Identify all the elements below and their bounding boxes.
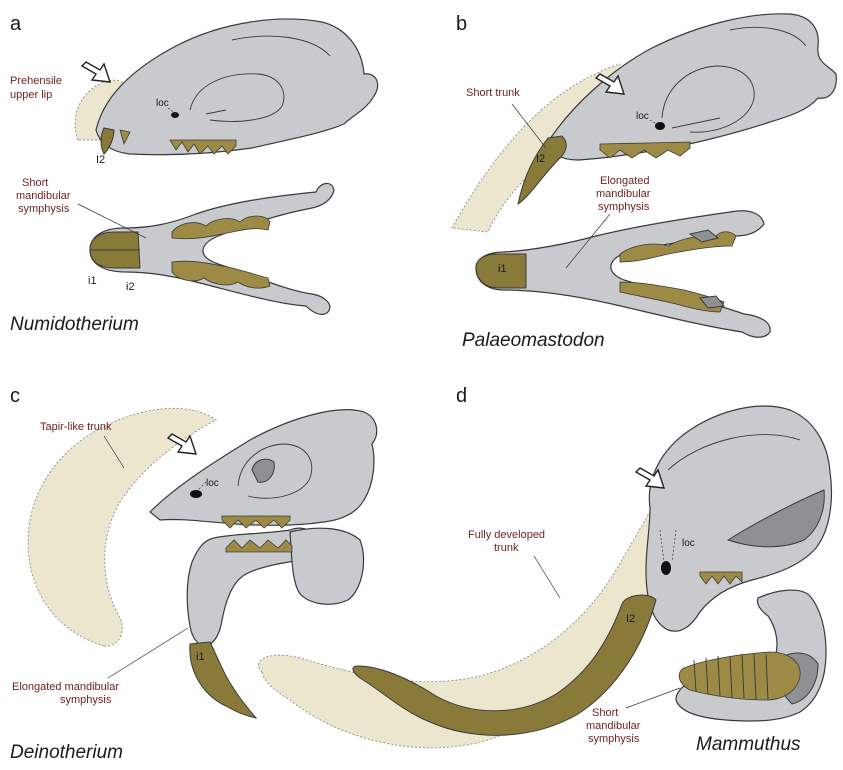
trunk-label-line2-d: trunk <box>494 542 519 554</box>
trunk-leader-d <box>534 556 560 598</box>
genus-mammuthus: Mammuthus <box>696 734 801 755</box>
upper-i2-label-d: I2 <box>626 613 635 625</box>
lower-i1-label-c: i1 <box>196 651 205 663</box>
trunk-label-line1-d: Fully developed <box>468 529 545 541</box>
symphysis-label-line1-c: Elongated mandibular <box>12 681 119 693</box>
lower-i1-label-b: i1 <box>498 263 507 275</box>
symphysis-label-line2-a: mandibular <box>16 190 71 202</box>
panel-letter-a: a <box>10 13 22 35</box>
lip-label-line2-a: upper lip <box>10 89 52 101</box>
trunk-label-b: Short trunk <box>466 87 520 99</box>
symphysis-label-line1-a: Short <box>22 177 48 189</box>
genus-palaeomastodon: Palaeomastodon <box>462 330 605 351</box>
infraorbital-foramen-b <box>655 122 665 130</box>
loc-label-d: loc <box>682 538 695 549</box>
trunk-origin-arrow-a <box>82 62 110 82</box>
upper-i2-label-b: I2 <box>536 153 545 165</box>
panel-letter-c: c <box>10 385 20 407</box>
symphysis-label-line2-b: mandibular <box>596 188 651 200</box>
loc-label-b: loc <box>636 111 649 122</box>
symphysis-label-line1-d: Short <box>592 707 618 719</box>
panel-letter-d: d <box>456 385 467 407</box>
symphysis-label-line2-c: symphysis <box>60 694 112 706</box>
symphysis-label-line3-b: symphysis <box>598 201 650 213</box>
mandible-ramus-c <box>290 528 364 604</box>
loc-label-a: loc <box>156 98 169 109</box>
symphysis-leader-d <box>626 688 680 708</box>
infraorbital-foramen-d <box>661 561 671 575</box>
loc-label-c: loc <box>206 478 219 489</box>
symphysis-label-line2-d: mandibular <box>586 720 641 732</box>
panel-letter-b: b <box>456 13 467 35</box>
upper-incisor-i2-a <box>101 128 114 154</box>
panel-b: b loc I2 Short trunk i1 Elongated mandib… <box>452 13 836 351</box>
trunk-label-c: Tapir-like trunk <box>40 421 112 433</box>
symphysis-label-line3-d: symphysis <box>588 733 640 745</box>
symphysis-label-line1-b: Elongated <box>600 175 650 187</box>
genus-numidotherium: Numidotherium <box>10 314 139 335</box>
infraorbital-foramen-c <box>190 490 202 498</box>
upper-tooth-row-b <box>600 142 690 158</box>
symphysis-label-line3-a: symphysis <box>18 203 70 215</box>
lip-label-line1-a: Prehensile <box>10 75 62 87</box>
lower-i2-label-a: i2 <box>126 281 135 293</box>
panel-a: a loc I2 Prehensile upper lip i1 i2 Shor… <box>10 13 378 335</box>
lower-i1-label-a: i1 <box>88 275 97 287</box>
upper-i2-label-a: I2 <box>96 154 105 166</box>
genus-deinotherium: Deinotherium <box>10 742 123 763</box>
